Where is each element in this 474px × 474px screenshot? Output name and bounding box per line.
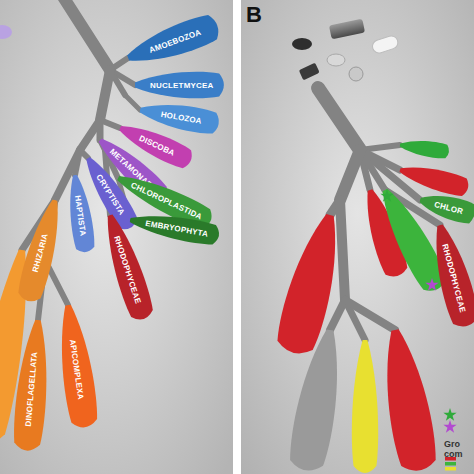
tree-branch [340,150,360,200]
clade-leaf [286,327,349,474]
petal-fill [138,98,221,136]
clade-petal: DINOFLAGELLATA [9,319,55,459]
label-text: B [246,2,262,27]
tree-branch [125,95,140,110]
clade-leaf [399,137,450,160]
petal-fill [97,211,156,323]
star-marker [443,420,456,433]
clade-leaf [397,160,470,199]
tree-branch [318,88,360,150]
clade-petal: HAPTISTA [63,173,98,258]
star-marker [380,189,393,202]
clade-name: NUCLETMYCEA [150,81,214,90]
tree-branch [330,300,345,330]
panel-ground [0,0,233,474]
label-text: com [444,449,463,459]
tree-branch [345,300,395,330]
petal-fill [12,319,53,452]
color-swatch [445,462,456,466]
cut-leaf [0,25,12,39]
label-text: Gro [444,439,460,449]
petal-fill [53,303,100,429]
petal-fill [128,209,221,247]
tree-branch [340,200,345,300]
clade-leaf [375,326,440,473]
panel-letter: B [246,3,262,26]
clade-petal: AMOEBOZOA [122,8,228,74]
pill-images [292,19,400,81]
star-marker [425,278,438,291]
petal-fill [65,174,97,254]
clade-leaf [273,210,351,359]
clade-petal: RHODOPHYCEAE [424,221,474,336]
clade-petal: NUCLETMYCEA [135,70,229,100]
petal-fill [135,72,224,98]
color-swatch [445,467,456,471]
clade-leaf [352,340,378,473]
tree-branch [100,70,110,120]
petal-fill [15,197,68,305]
tree-branch [60,0,110,70]
legend-title: Gro [444,433,460,451]
petal-fill [123,11,223,72]
legend-title: com [444,443,463,461]
petal-fill [426,221,474,330]
clade-petal: CHLOR [417,187,474,228]
clade-petal: RHIZARIA [12,196,69,310]
tree-branch [80,120,100,150]
star-marker [443,408,456,421]
clade-petal: APICOMPLEXA [51,303,103,436]
petal-fill [417,189,474,226]
